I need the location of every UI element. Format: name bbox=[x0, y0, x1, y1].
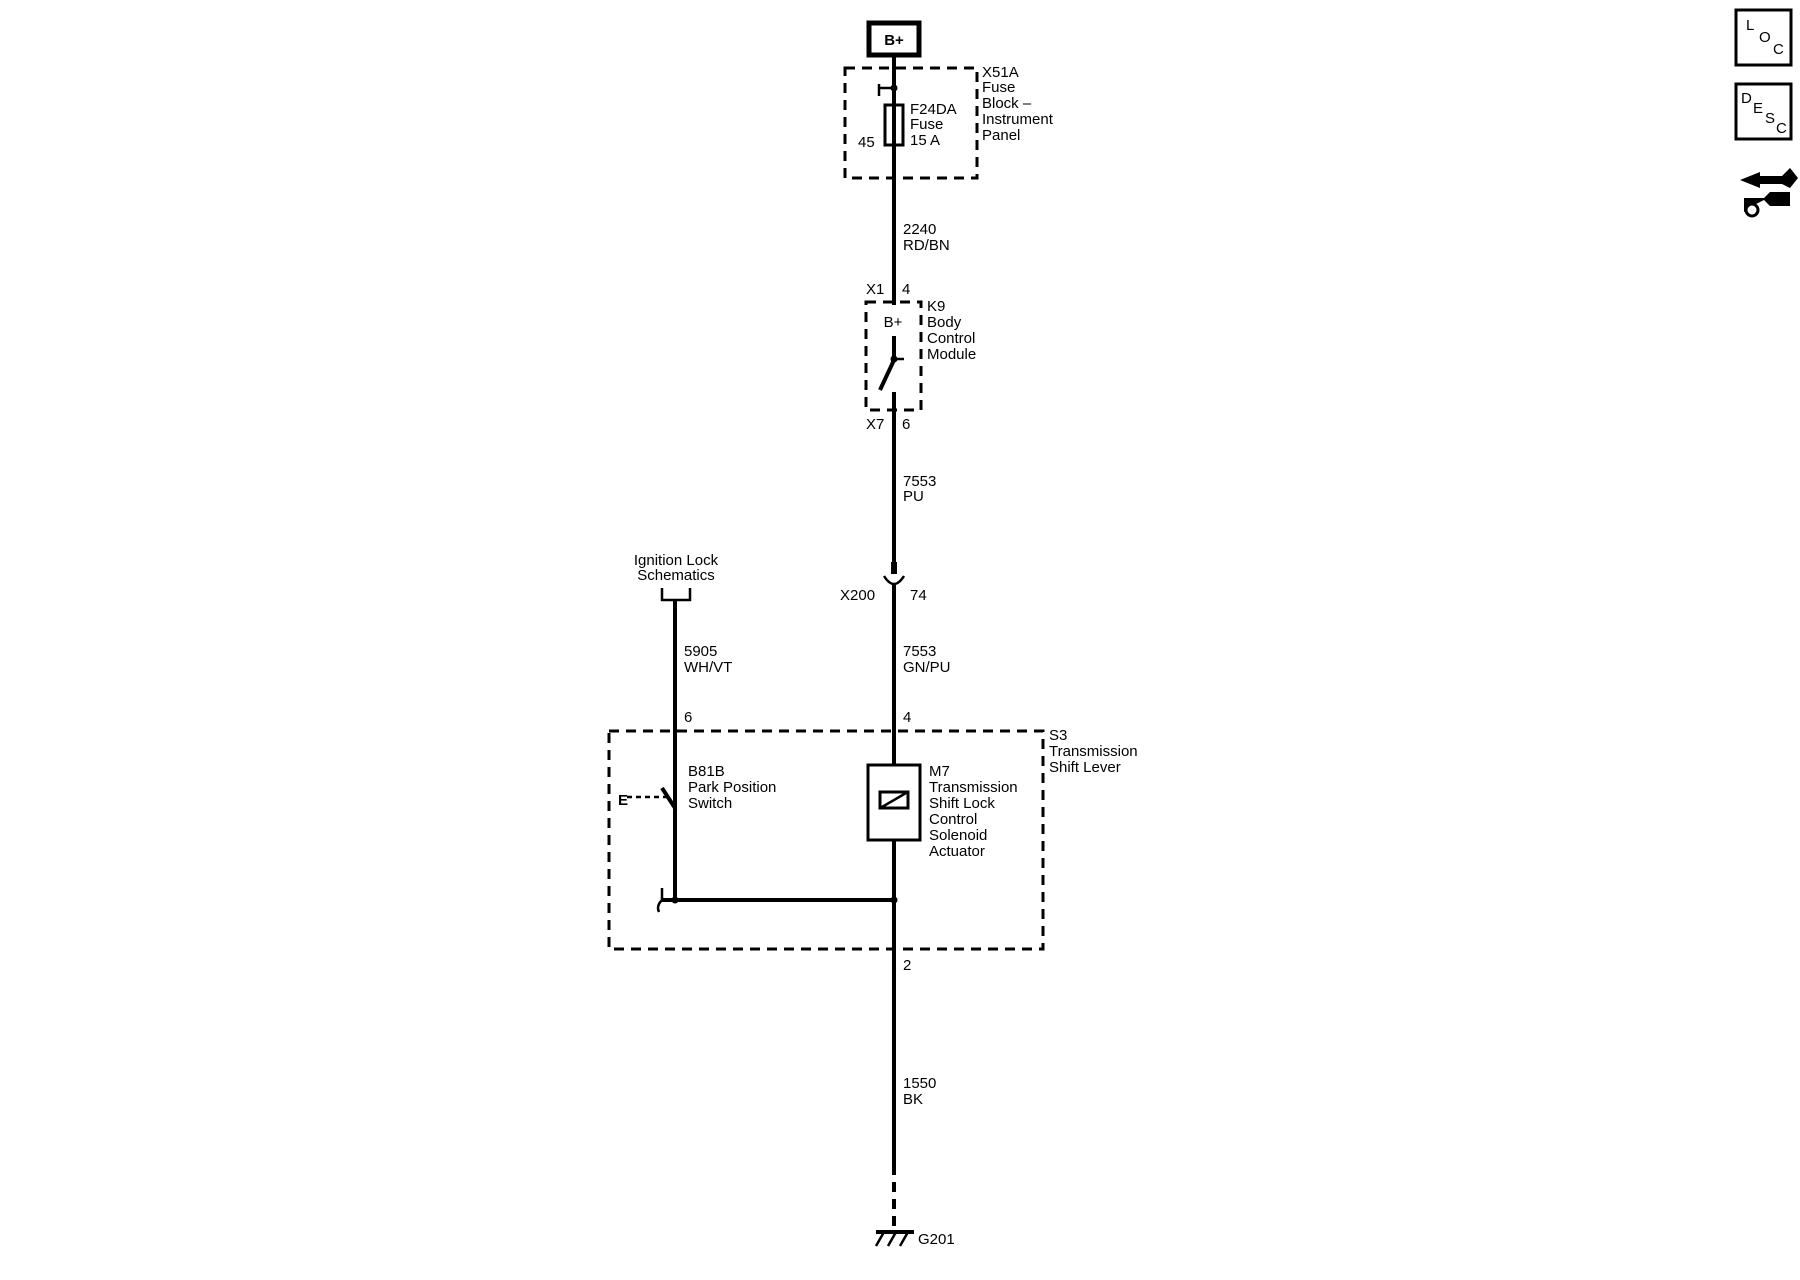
wire-7553-pu-circuit: 7553 bbox=[903, 473, 936, 490]
fuse-block-name-3: Instrument bbox=[982, 111, 1054, 128]
inline-connector-pin: 74 bbox=[910, 587, 927, 604]
shift-lever-name-2: Shift Lever bbox=[1049, 759, 1121, 776]
power-source-b-plus: B+ bbox=[866, 20, 922, 58]
solenoid-name-4: Solenoid bbox=[929, 827, 987, 844]
body-control-module-k9: X1 4 B+ K9 Body Control Module X7 6 bbox=[864, 281, 976, 433]
inline-connector-id: X200 bbox=[840, 587, 875, 604]
shift-lever-id: S3 bbox=[1049, 727, 1067, 744]
svg-text:E: E bbox=[1753, 100, 1763, 117]
solenoid-id: M7 bbox=[929, 763, 950, 780]
bcm-out-connector: X7 bbox=[866, 416, 884, 433]
fuse-bus-tap bbox=[877, 84, 894, 96]
svg-text:S: S bbox=[1765, 110, 1775, 127]
shift-lever-pin-left: 6 bbox=[684, 709, 692, 726]
ground-id: G201 bbox=[918, 1231, 955, 1248]
connector-socket-symbol bbox=[882, 575, 906, 586]
ignition-ref-bracket bbox=[660, 588, 692, 602]
connector-tools-icon[interactable] bbox=[1740, 168, 1798, 218]
bcm-out-pin: 6 bbox=[902, 416, 910, 433]
bcm-in-pin: 4 bbox=[902, 281, 910, 298]
bcm-id: K9 bbox=[927, 298, 945, 315]
power-source-label: B+ bbox=[884, 32, 904, 49]
solenoid-name-3: Control bbox=[929, 811, 977, 828]
ignition-lock-reference[interactable]: Ignition Lock Schematics bbox=[634, 552, 719, 602]
shift-lever-pin-right: 4 bbox=[903, 709, 911, 726]
wire-7553-gnpu-circuit: 7553 bbox=[903, 643, 936, 660]
svg-text:C: C bbox=[1773, 41, 1784, 58]
ground-g201: G201 bbox=[874, 1230, 955, 1248]
bcm-internal-label: B+ bbox=[884, 314, 903, 331]
shift-lever-pin-bottom: 2 bbox=[903, 957, 911, 974]
park-position-switch-b81b: E B81B Park Position Switch bbox=[618, 763, 776, 900]
wire-1550-circuit: 1550 bbox=[903, 1075, 936, 1092]
fuse-block-id: X51A bbox=[982, 64, 1019, 81]
fuse-line-1: Fuse bbox=[910, 116, 943, 133]
wire-7553-gnpu-color: GN/PU bbox=[903, 659, 951, 676]
fuse-block-name-4: Panel bbox=[982, 127, 1020, 144]
fuse-block-x51a: 45 F24DA Fuse 15 A X51A Fuse Block – Ins… bbox=[843, 64, 1054, 180]
bcm-switch-contact bbox=[878, 359, 896, 391]
bcm-name-2: Control bbox=[927, 330, 975, 347]
svg-text:L: L bbox=[1746, 17, 1754, 34]
ignition-ref-line-2: Schematics bbox=[637, 567, 715, 584]
bcm-name-1: Body bbox=[927, 314, 962, 331]
inline-connector-x200: X200 74 bbox=[840, 562, 927, 604]
wire-1550-color: BK bbox=[903, 1091, 923, 1108]
fuse-block-outline bbox=[843, 66, 979, 180]
wire-5905-color: WH/VT bbox=[684, 659, 732, 676]
ignition-ref-line-1: Ignition Lock bbox=[634, 552, 719, 569]
location-icon[interactable]: L O C bbox=[1734, 8, 1793, 67]
wire-2240-color: RD/BN bbox=[903, 237, 950, 254]
wire-5905-circuit: 5905 bbox=[684, 643, 717, 660]
park-switch-contact bbox=[660, 786, 677, 810]
description-icon[interactable]: D E S C bbox=[1734, 82, 1793, 141]
fuse-pin: 45 bbox=[858, 134, 875, 151]
park-switch-name-2: Switch bbox=[688, 795, 732, 812]
svg-text:O: O bbox=[1759, 29, 1771, 46]
solenoid-name-5: Actuator bbox=[929, 843, 985, 860]
shift-lock-solenoid-m7: M7 Transmission Shift Lock Control Solen… bbox=[866, 763, 1018, 900]
svg-text:D: D bbox=[1741, 90, 1752, 107]
shift-lever-outline bbox=[607, 729, 1045, 951]
fuse-line-2: 15 A bbox=[910, 132, 940, 149]
bcm-name-3: Module bbox=[927, 346, 976, 363]
wire-2240-circuit: 2240 bbox=[903, 221, 936, 238]
wire-7553-pu-color: PU bbox=[903, 488, 924, 505]
park-switch-actuator-mark: E bbox=[618, 792, 628, 809]
bcm-in-connector: X1 bbox=[866, 281, 884, 298]
fuse-block-name-1: Fuse bbox=[982, 79, 1015, 96]
internal-ground-bus bbox=[656, 888, 898, 913]
park-switch-id: B81B bbox=[688, 763, 725, 780]
fuse-id: F24DA bbox=[910, 101, 957, 118]
park-switch-name-1: Park Position bbox=[688, 779, 776, 796]
ground-bus-tap bbox=[656, 888, 664, 913]
shift-lever-name-1: Transmission bbox=[1049, 743, 1138, 760]
solenoid-name-1: Transmission bbox=[929, 779, 1018, 796]
solenoid-name-2: Shift Lock bbox=[929, 795, 995, 812]
transmission-shift-lever-s3: 6 4 S3 Transmission Shift Lever 2 bbox=[607, 709, 1138, 974]
svg-text:C: C bbox=[1776, 120, 1787, 137]
fuse-block-name-2: Block – bbox=[982, 95, 1032, 112]
